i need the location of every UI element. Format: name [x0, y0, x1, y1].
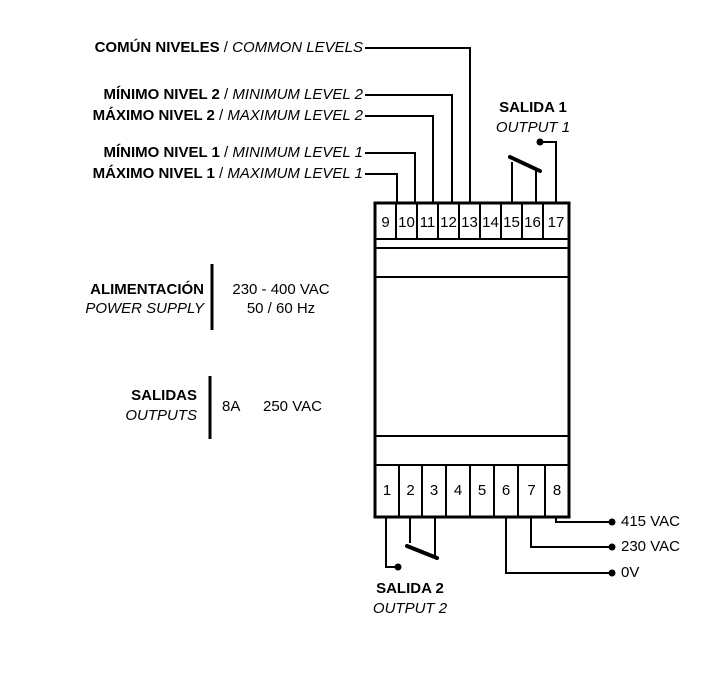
top-terminal: 15 [503, 214, 520, 231]
bottom-terminal: 3 [429, 482, 439, 499]
bottom-terminal: 8 [552, 482, 562, 499]
common-levels-label: COMÚN NIVELES / COMMON LEVELS [94, 39, 363, 56]
min-level-2-wire [365, 94, 453, 203]
top-terminal: 16 [524, 214, 541, 231]
bottom-terminal: 6 [501, 482, 511, 499]
output1-subtitle: OUTPUT 1 [495, 119, 571, 136]
outputs-voltage: 250 VAC [263, 398, 322, 415]
max-level-2-wire [365, 115, 434, 203]
output2-contact-dot [394, 563, 402, 571]
min-level-1-wire [365, 152, 416, 203]
bottom-terminal: 5 [477, 482, 487, 499]
output1-switch-contact [508, 155, 542, 173]
tap-0v-label: 0V [621, 564, 640, 581]
bottom-terminal: 7 [527, 482, 536, 499]
top-terminal: 9 [381, 214, 390, 231]
tap-415-label: 415 VAC [621, 513, 680, 530]
output2-title: SALIDA 2 [376, 580, 444, 597]
power-label-es: ALIMENTACIÓN [90, 281, 204, 298]
max-level-1-label: MÁXIMO NIVEL 1 / MAXIMUM LEVEL 1 [92, 165, 363, 182]
top-terminal: 14 [482, 214, 499, 231]
terminal-0v-dot [608, 569, 616, 577]
top-terminal: 11 [419, 214, 436, 231]
output1-title: SALIDA 1 [499, 99, 567, 116]
outputs-current: 8A [222, 398, 241, 415]
output1-wire-17 [540, 141, 557, 203]
terminal-415-dot [608, 518, 616, 526]
output2-subtitle: OUTPUT 2 [372, 600, 448, 617]
top-terminal: 10 [398, 214, 415, 231]
common-levels-wire [365, 47, 471, 203]
output1-contact-dot [536, 138, 544, 146]
top-terminal: 12 [440, 214, 457, 231]
outputs-label-en: OUTPUTS [125, 407, 197, 424]
min-level-2-label: MÍNIMO NIVEL 2 / MINIMUM LEVEL 2 [103, 86, 363, 103]
output2-wire-1 [385, 517, 398, 568]
wire-415 [555, 517, 610, 523]
outputs-label-es: SALIDAS [131, 387, 197, 404]
power-frequency: 50 / 60 Hz [246, 300, 316, 317]
terminal-230-dot [608, 543, 616, 551]
bottom-terminal: 2 [406, 482, 415, 499]
wire-230 [530, 517, 610, 548]
tap-230-label: 230 VAC [621, 538, 680, 555]
top-terminal: 13 [461, 214, 478, 231]
wire-0v [505, 517, 610, 574]
top-terminal: 17 [547, 214, 565, 231]
max-level-2-label: MÁXIMO NIVEL 2 / MAXIMUM LEVEL 2 [92, 107, 363, 124]
module-body [373, 201, 571, 519]
bottom-terminal: 4 [453, 482, 463, 499]
max-level-1-wire [365, 173, 398, 203]
bottom-terminal: 1 [382, 482, 392, 499]
power-voltage: 230 - 400 VAC [232, 281, 330, 298]
min-level-1-label: MÍNIMO NIVEL 1 / MINIMUM LEVEL 1 [103, 144, 363, 161]
power-label-en: POWER SUPPLY [85, 300, 204, 317]
output2-switch-contact [405, 544, 439, 560]
